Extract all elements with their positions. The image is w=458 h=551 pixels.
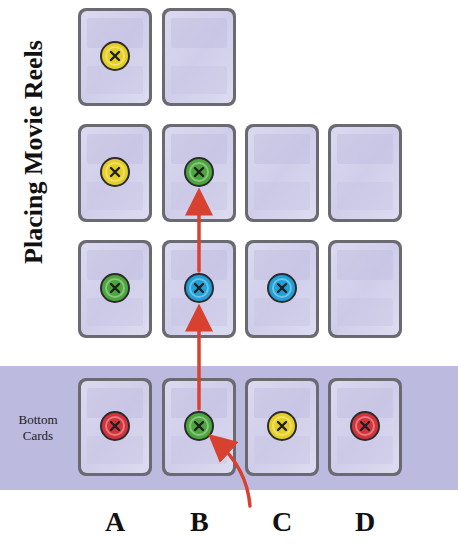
column-letter: B (190, 506, 209, 538)
title-heading: Placing Movie Reels (19, 40, 49, 264)
movie-reels (101, 42, 379, 440)
card-grid (78, 8, 402, 476)
placement-arrows (199, 198, 250, 506)
column-letter: A (105, 506, 125, 538)
band-label: Bottom Cards (4, 412, 72, 444)
column-letter: D (355, 506, 375, 538)
column-letter: C (272, 506, 292, 538)
